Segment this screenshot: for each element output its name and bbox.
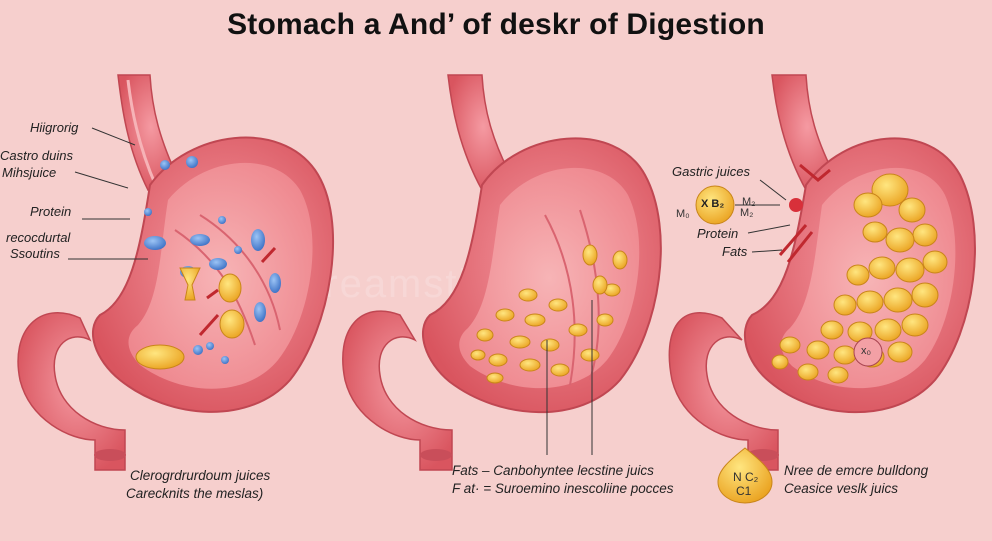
molecule-badge-left: M₀ xyxy=(676,208,690,220)
drop-badge-line1: N C₂ xyxy=(733,470,759,484)
drop-badge-line2: C1 xyxy=(736,484,752,498)
molecule-badge-center: X B₂ xyxy=(701,198,725,210)
diagram-title: Stomach a And’ of deskr of Digestion xyxy=(227,8,765,41)
stomach-panel-3 xyxy=(668,74,976,504)
label-hiigrorig: Hiigrorig xyxy=(30,120,79,135)
label-gastric-juices: Gastric juices xyxy=(672,164,751,179)
label-ssoutins: Ssoutins xyxy=(10,246,60,261)
label-recocdurtal: recocdurtal xyxy=(6,230,71,245)
label-fats-3: Fats xyxy=(722,244,748,259)
molecule-badge-right-top: M₂ xyxy=(742,196,756,208)
panel3-caption-line2: Ceasice veslk juics xyxy=(784,481,899,496)
panel2-caption-line2: F at· = Suroemino inescoliine pocces xyxy=(452,481,674,496)
label-mihsjuice: Mihsjuice xyxy=(2,165,57,180)
small-molecule-badge: x₀ xyxy=(861,345,872,357)
panel1-caption-line2: Carecknits the meslas) xyxy=(126,486,264,501)
stomach-panel-1 xyxy=(17,74,335,471)
panel3-caption-line1: Nree de emcre bulldong xyxy=(784,463,929,478)
panel2-caption-line1: Fats – Canbohyntee lecstine juics xyxy=(452,463,654,478)
label-protein: Protein xyxy=(30,204,72,219)
label-castro-duins: Castro duins xyxy=(0,148,73,163)
panel1-caption-line1: Clerogrdrurdoum juices xyxy=(130,468,271,483)
stomach-panel-2 xyxy=(342,74,662,471)
molecule-badge-right-bottom: M₂ xyxy=(740,207,754,219)
label-protein-3: Protein xyxy=(697,226,739,241)
